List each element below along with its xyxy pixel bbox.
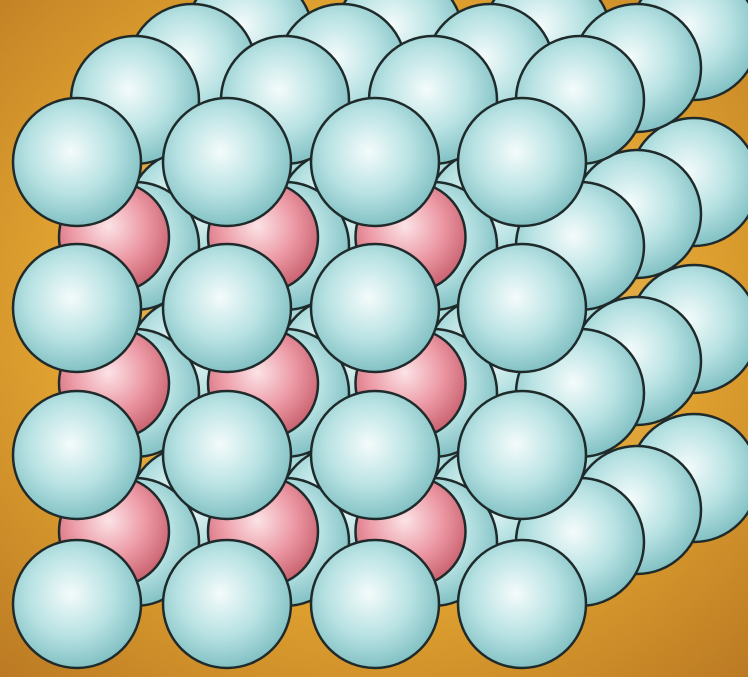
front-large-sphere (163, 244, 291, 372)
front-large-sphere (311, 244, 439, 372)
front-large-sphere (13, 244, 141, 372)
front-large-sphere (311, 98, 439, 226)
front-large-sphere (458, 391, 586, 519)
front-large-sphere (163, 540, 291, 668)
front-large-sphere (311, 540, 439, 668)
front-large-sphere (311, 391, 439, 519)
front-large-sphere (13, 391, 141, 519)
front-large-sphere (163, 391, 291, 519)
front-large-sphere (163, 98, 291, 226)
front-large-sphere (458, 98, 586, 226)
front-large-sphere (458, 540, 586, 668)
small-sphere-layer (59, 182, 466, 587)
front-large-sphere (13, 98, 141, 226)
front-large-sphere (458, 244, 586, 372)
front-large-sphere (13, 540, 141, 668)
